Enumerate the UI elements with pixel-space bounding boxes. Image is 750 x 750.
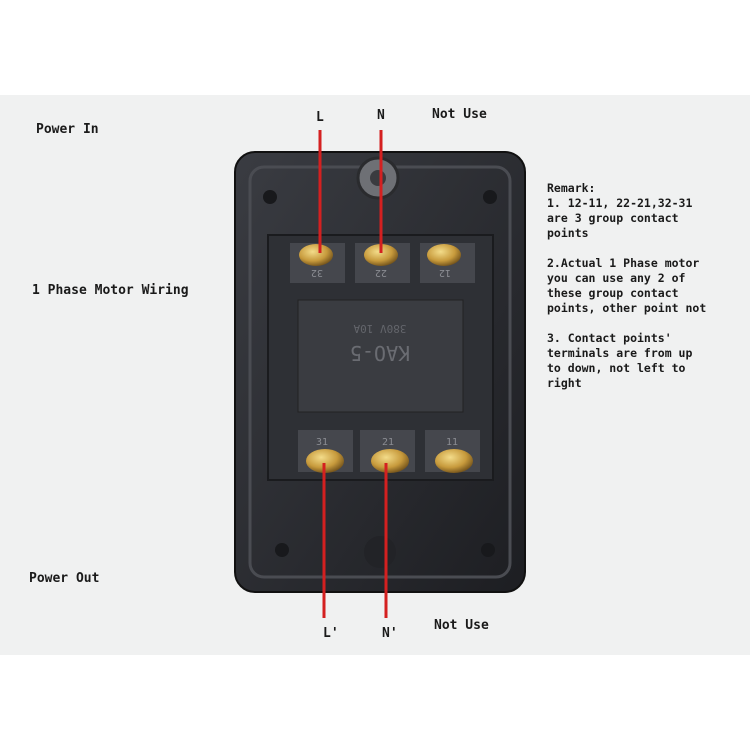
terminal-number: 31 [316,437,328,448]
corner-hole [483,190,497,204]
remark-line: to down, not left to [547,361,686,375]
rating-text: 380V 10A [353,322,406,335]
remark-line: terminals are from up [547,346,693,360]
terminal-screw [371,449,409,473]
not-use-bottom-label: Not Use [434,618,489,633]
remark-line: 2.Actual 1 Phase motor [547,256,700,270]
motor-wiring-label: 1 Phase Motor Wiring [32,283,189,298]
switch-photo: KAO-5 380V 10A 32 22 12 31 21 11 [0,95,750,655]
terminal-screw [299,244,333,266]
terminal-number: 21 [382,437,394,448]
corner-hole [275,543,289,557]
remark-line: right [547,376,582,390]
model-text: KAO-5 [350,341,410,365]
power-in-label: Power In [36,122,99,137]
power-out-label: Power Out [29,571,100,586]
bottom-knob [364,536,396,568]
terminal-number: 32 [311,267,323,278]
remark-line: these group contact [547,286,679,300]
l-top-label: L [316,110,324,125]
l-bottom-label: L' [323,626,339,641]
not-use-top-label: Not Use [432,107,487,122]
remark-notes: Remark: 1. 12-11, 22-21,32-31 are 3 grou… [547,181,747,391]
remark-line: points, other point not [547,301,707,315]
n-top-label: N [377,108,385,123]
terminal-screw [435,449,473,473]
terminal-number: 22 [375,267,387,278]
remark-line: 3. Contact points' [547,331,672,345]
switch-illustration: KAO-5 380V 10A 32 22 12 31 21 11 [234,130,526,618]
remark-line: points [547,226,589,240]
label-plate [297,299,464,413]
remark-line: 1. 12-11, 22-21,32-31 [547,196,693,210]
terminal-number: 12 [439,267,451,278]
remark-title: Remark: [547,181,596,195]
terminal-screw [427,244,461,266]
corner-hole [481,543,495,557]
terminal-number: 11 [446,437,458,448]
terminal-screw [364,244,398,266]
n-bottom-label: N' [382,626,398,641]
remark-line: are 3 group contact [547,211,679,225]
remark-line: you can use any 2 of [547,271,686,285]
corner-hole [263,190,277,204]
terminal-screw [306,449,344,473]
